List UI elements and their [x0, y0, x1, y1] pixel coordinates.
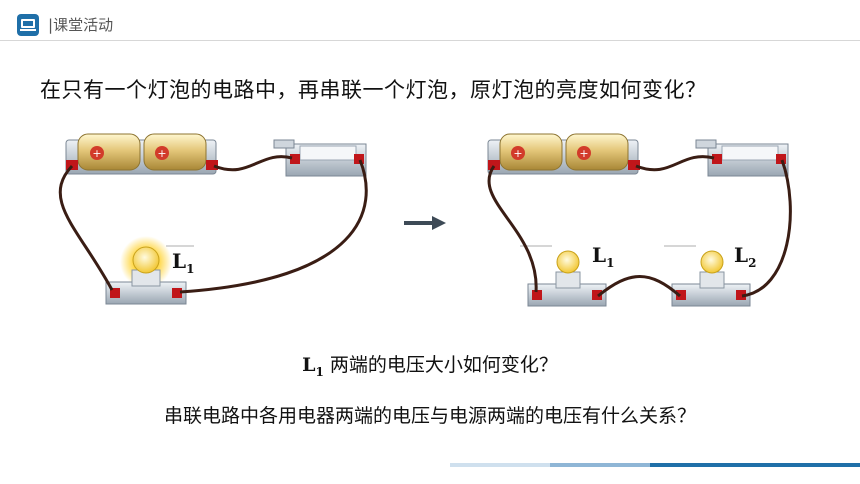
label-l1-right: L1: [592, 243, 614, 270]
lamp-l2-right: [664, 245, 751, 307]
svg-text:+: +: [157, 147, 166, 160]
classroom-logo-icon: [17, 14, 39, 36]
lamp-l1-left: [105, 236, 194, 305]
switch-right: [695, 139, 789, 177]
right-circuit: + +: [487, 133, 792, 307]
svg-text:+: +: [579, 147, 588, 160]
left-circuit: + +: [58, 133, 368, 305]
header: |课堂活动: [0, 0, 860, 44]
label-l1-left: L1: [172, 249, 194, 276]
header-title: |课堂活动: [48, 16, 114, 34]
question-series-relation: 串联电路中各用电器两端的电压与电源两端的电压有什么关系？: [163, 405, 696, 427]
footer-decoration: [450, 463, 860, 467]
circuit-diagram: + +: [58, 133, 792, 307]
lamp-l1-right: [520, 245, 607, 307]
main-question: 在只有一个灯泡的电路中，再串联一个灯泡，原灯泡的亮度如何变化？: [40, 78, 707, 102]
battery-pack-right: + +: [487, 133, 640, 175]
question-voltage-l1: L1 两端的电压大小如何变化？: [302, 354, 558, 379]
svg-text:+: +: [513, 147, 522, 160]
switch-left: [273, 139, 367, 177]
battery-pack-left: + +: [65, 133, 218, 175]
svg-text:+: +: [92, 147, 101, 160]
label-l2-right: L2: [734, 243, 756, 270]
header-divider: [0, 40, 860, 41]
arrow-icon: [404, 216, 446, 230]
